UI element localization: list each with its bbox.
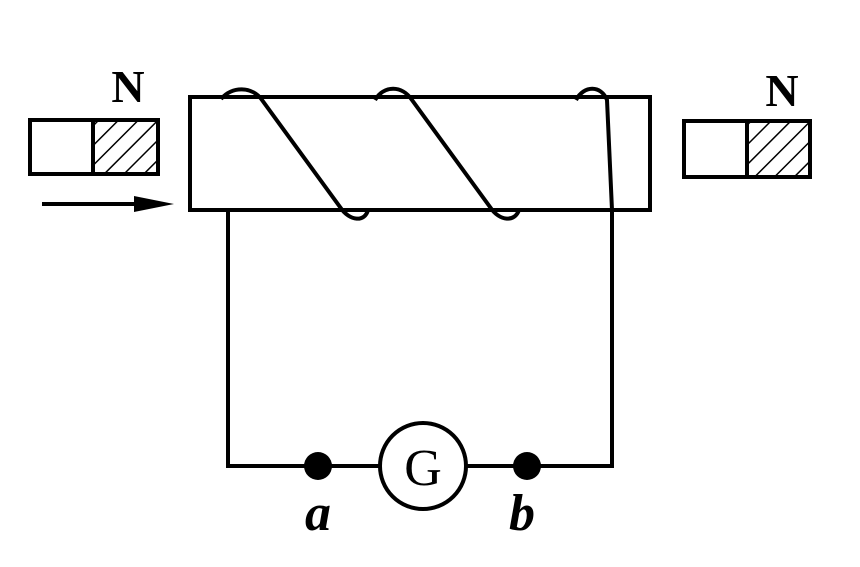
motion-arrow-head — [134, 196, 174, 212]
terminal-b-dot — [513, 452, 541, 480]
coil-core — [188, 95, 652, 212]
motion-arrow — [42, 196, 174, 212]
magnet-left-pole-label: N — [111, 61, 144, 112]
magnet-left-north-half — [93, 122, 156, 172]
wire-right — [527, 210, 614, 468]
terminal-a-dot — [304, 452, 332, 480]
terminal-b: b — [509, 452, 541, 542]
galvanometer-circle — [378, 421, 468, 511]
magnet-right-north-half — [747, 123, 808, 175]
coil-winding-2 — [373, 86, 521, 221]
coil-winding-1 — [219, 87, 370, 221]
wire-left — [226, 210, 318, 468]
magnet-left: N — [28, 61, 160, 176]
coil-windings — [219, 86, 614, 221]
magnet-right: N — [682, 65, 812, 179]
coil-winding-3 — [574, 86, 614, 211]
terminal-b-label: b — [509, 485, 535, 542]
terminal-a: a — [304, 452, 332, 542]
galvanometer-label: G — [404, 440, 442, 497]
magnet-right-pole-label: N — [765, 65, 798, 116]
circuit-wire — [226, 210, 614, 468]
terminal-a-label: a — [305, 485, 331, 542]
galvanometer: G — [378, 421, 468, 511]
